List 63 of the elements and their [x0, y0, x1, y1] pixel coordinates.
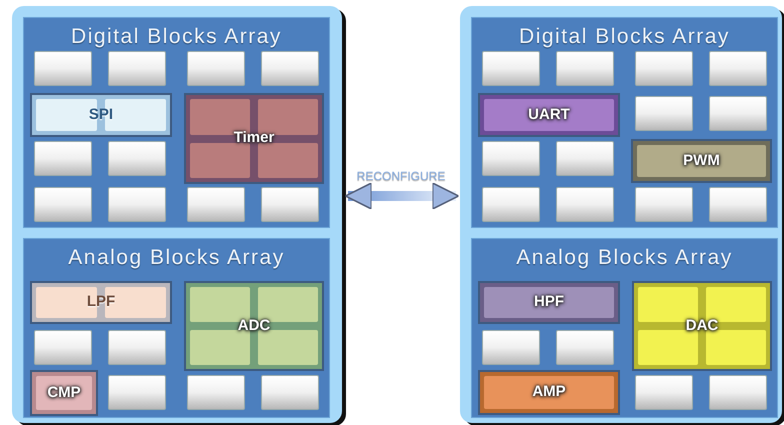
spi-block	[30, 93, 172, 137]
chip-panel	[460, 6, 782, 423]
array-title: Digital Blocks Array	[70, 24, 283, 50]
timer-block	[184, 93, 324, 184]
block-label: Timer	[234, 128, 274, 148]
cmp-block	[30, 370, 98, 416]
empty-block	[556, 187, 614, 222]
block-label: DAC	[686, 316, 718, 336]
block-label: ADC	[238, 316, 270, 336]
empty-block	[34, 330, 92, 365]
empty-block	[556, 330, 614, 365]
empty-block	[709, 96, 767, 131]
empty-block	[482, 187, 540, 222]
block-label: HPF	[534, 292, 564, 312]
empty-block	[261, 375, 319, 410]
empty-block	[34, 51, 92, 86]
empty-block	[34, 187, 92, 222]
empty-block	[635, 375, 693, 410]
lpf-block	[30, 281, 172, 324]
empty-block	[108, 375, 166, 410]
empty-block	[482, 330, 540, 365]
dac-block	[632, 281, 772, 371]
empty-block	[108, 187, 166, 222]
empty-block	[482, 51, 540, 86]
chip-panel	[12, 6, 342, 423]
empty-block	[187, 375, 245, 410]
empty-block	[34, 141, 92, 176]
empty-block	[709, 375, 767, 410]
empty-block	[482, 141, 540, 176]
empty-block	[108, 51, 166, 86]
block-array	[23, 17, 330, 228]
amp-block	[478, 370, 620, 415]
array-title: Analog Blocks Array	[67, 245, 286, 271]
empty-block	[556, 141, 614, 176]
block-label: PWM	[683, 150, 720, 171]
uart-block	[478, 93, 620, 137]
empty-block	[556, 51, 614, 86]
array-title: Analog Blocks Array	[515, 245, 734, 271]
empty-block	[635, 51, 693, 86]
adc-block	[184, 281, 324, 371]
pwm-block	[631, 139, 772, 183]
empty-block	[108, 330, 166, 365]
block-label: UART	[528, 104, 570, 125]
block-array	[471, 17, 778, 228]
empty-block	[108, 141, 166, 176]
empty-block	[187, 51, 245, 86]
empty-block	[709, 51, 767, 86]
array-title: Digital Blocks Array	[518, 24, 731, 50]
double-arrow	[344, 182, 460, 210]
empty-block	[187, 187, 245, 222]
empty-block	[635, 96, 693, 131]
block-label: AMP	[532, 382, 566, 402]
block-label: CMP	[47, 382, 81, 403]
edge-label: RECONFIGURE	[356, 168, 446, 185]
hpf-block	[478, 281, 620, 324]
empty-block	[635, 187, 693, 222]
empty-block	[709, 187, 767, 222]
block-label: LPF	[86, 292, 116, 312]
empty-block	[261, 187, 319, 222]
block-label: SPI	[88, 104, 114, 125]
empty-block	[261, 51, 319, 86]
block-array	[23, 238, 330, 418]
block-array	[471, 238, 778, 418]
